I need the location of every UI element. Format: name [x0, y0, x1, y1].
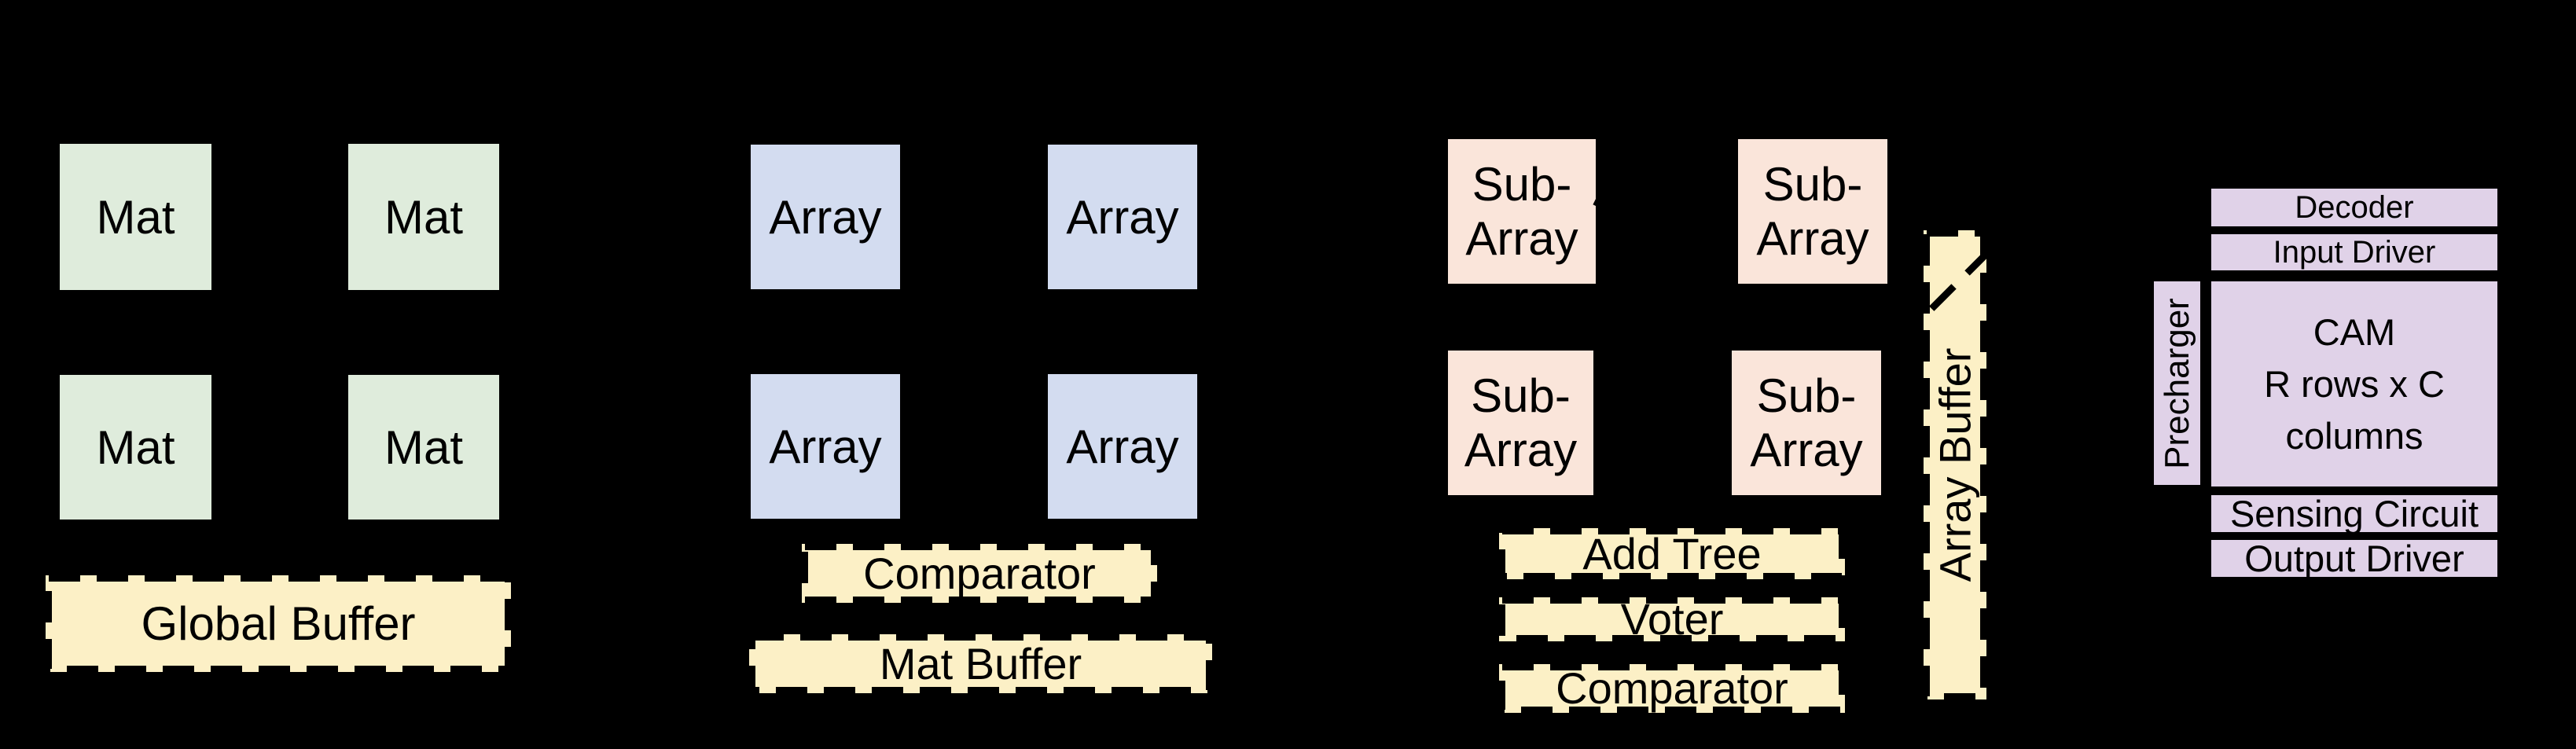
subarray-block: Sub-Array: [1446, 348, 1596, 497]
subarray-block: Sub-Array: [1446, 137, 1598, 286]
cam-line: CAM: [2313, 310, 2396, 353]
add-tree: Add Tree: [1499, 528, 1845, 579]
subarray-block: Sub-Array: [1729, 348, 1883, 497]
array-block: Array: [748, 372, 902, 521]
cam-line: columns: [2285, 414, 2423, 457]
mat-block: Mat: [57, 373, 214, 522]
mat-block: Mat: [346, 373, 502, 522]
subarray-block: Sub-Array: [1736, 137, 1890, 286]
array-block: Array: [1045, 372, 1200, 521]
mat-block: Mat: [57, 141, 214, 292]
input-driver: Input Driver: [2209, 232, 2500, 273]
sensing-circuit: Sensing Circuit: [2209, 493, 2500, 534]
mat-comparator: Comparator: [802, 544, 1157, 603]
mat-buffer: Mat Buffer: [749, 634, 1212, 693]
cam-line: R rows x C: [2264, 362, 2445, 405]
array-block: Array: [748, 142, 902, 292]
mat-block: Mat: [346, 141, 502, 292]
voter: Voter: [1499, 595, 1845, 644]
array-block: Array: [1045, 142, 1200, 292]
precharger-label: Precharger: [2157, 297, 2196, 469]
cam-array: CAM R rows x C columns: [2209, 279, 2500, 489]
array-comparator: Comparator: [1499, 664, 1845, 713]
array-buffer-label: Array Buffer: [1930, 347, 1980, 582]
array-buffer: Array Buffer: [1924, 230, 1986, 699]
global-buffer: Global Buffer: [46, 575, 511, 672]
precharger: Precharger: [2152, 279, 2203, 487]
output-driver: Output Driver: [2209, 538, 2500, 579]
decoder: Decoder: [2209, 186, 2500, 229]
